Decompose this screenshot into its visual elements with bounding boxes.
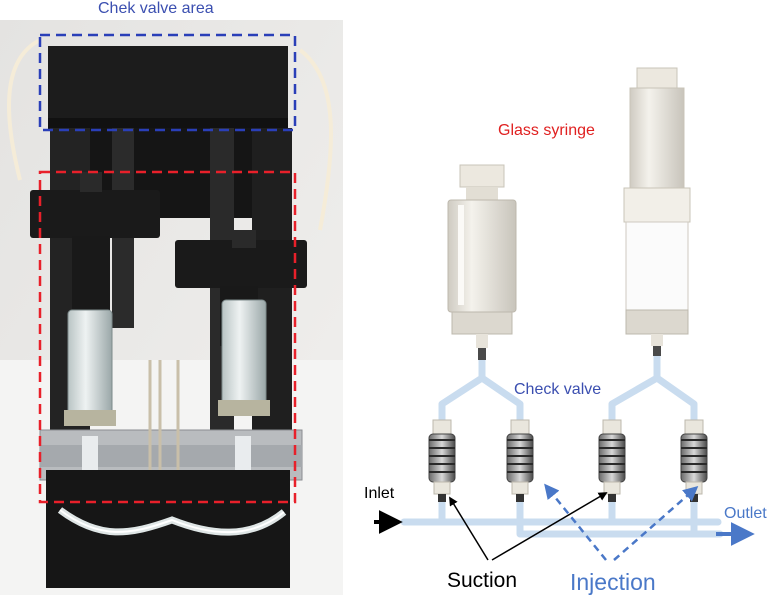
glass-syringe-box [38, 170, 297, 504]
check-valve-4 [680, 419, 708, 502]
check-valve-2 [506, 419, 534, 502]
check-valve-3 [598, 419, 626, 502]
carriage-right [175, 240, 307, 288]
check-valve-schematic [374, 67, 755, 561]
syringe-right [221, 299, 267, 411]
glass-syringe-left [447, 164, 517, 360]
outlet-label: Outlet [724, 505, 767, 522]
injection-label: Injection [570, 569, 656, 595]
injection-arrow-2 [613, 486, 699, 561]
check-valve-block [48, 46, 288, 126]
check-valve-label: Check valve [514, 381, 602, 398]
glass-syringe-right [623, 67, 691, 356]
injection-arrow-1 [544, 483, 607, 561]
carriage-left [30, 190, 160, 238]
suction-label: Suction [447, 569, 518, 592]
inlet-label: Inlet [364, 485, 395, 502]
chek-valve-area-label: Chek valve area [98, 0, 214, 17]
pump-photo [0, 20, 343, 595]
syringe-left [67, 309, 113, 421]
suction-arrow-1 [449, 496, 489, 561]
glass-syringe-label: Glass syringe [498, 122, 595, 139]
suction-arrow-2 [491, 492, 608, 561]
check-valve-1 [428, 419, 456, 502]
